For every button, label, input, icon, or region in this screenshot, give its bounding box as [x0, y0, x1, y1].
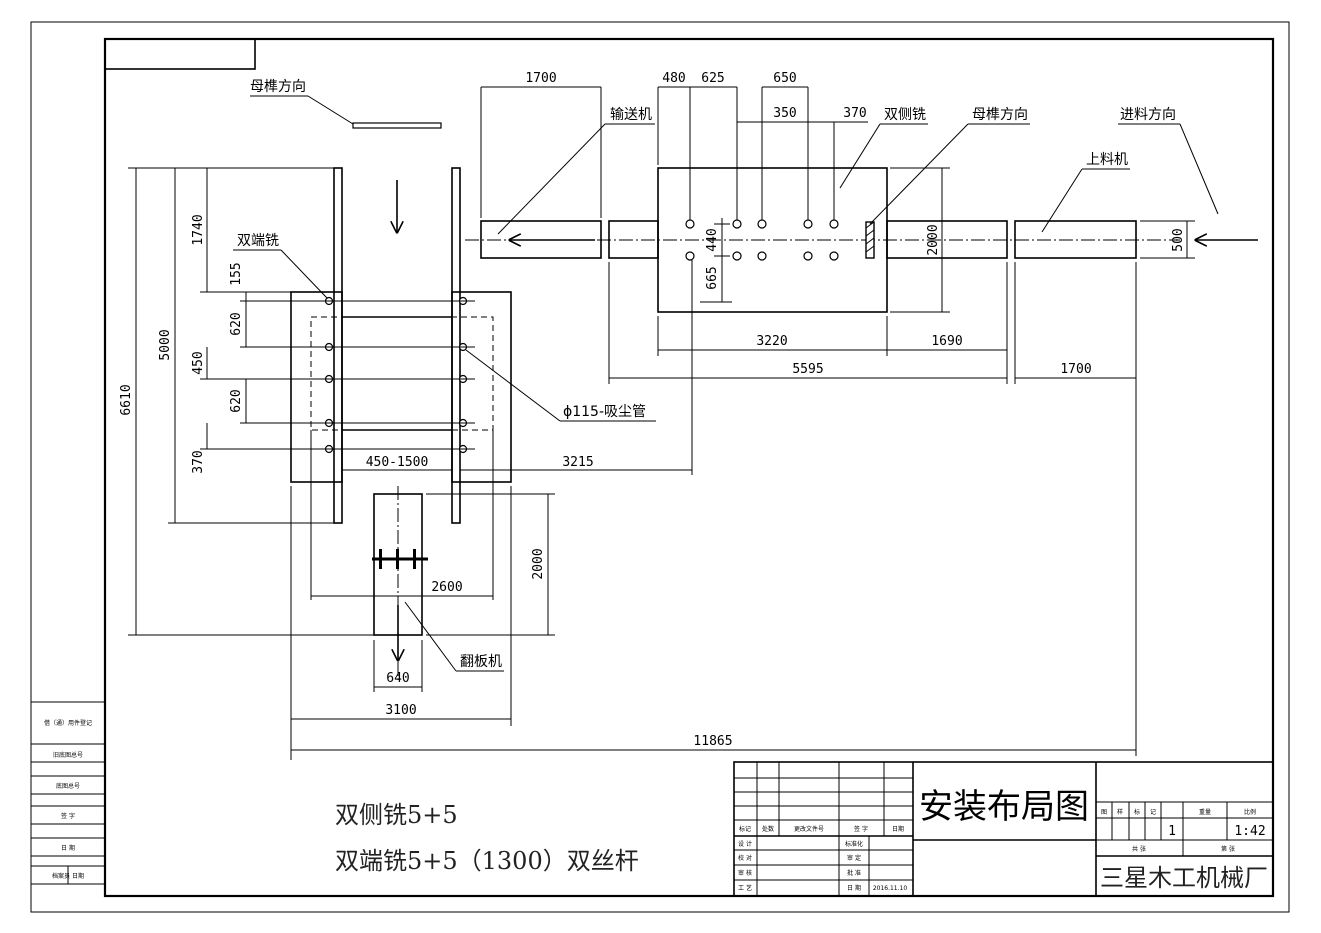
dim-450: 450 — [191, 351, 206, 374]
rev-col-1: 标记 — [739, 825, 751, 833]
label-loader: 上料机 — [1086, 152, 1128, 168]
hdr-1: 图 — [1101, 809, 1107, 816]
dim-640: 640 — [386, 671, 409, 686]
dim-370-left: 370 — [191, 450, 206, 473]
dim-5000: 5000 — [158, 329, 173, 360]
side-mill-holes — [685, 219, 875, 261]
dim-620-b: 620 — [229, 389, 244, 412]
note-line-1: 双侧铣5+5 — [335, 801, 458, 829]
dim-11865: 11865 — [693, 734, 732, 749]
hdr-3: 标 — [1134, 808, 1140, 816]
lower-labels: 双端铣 ϕ115-吸尘管 翻板机 — [233, 233, 656, 672]
sign-standard: 标准化 — [845, 840, 863, 848]
sign-check: 校 对 — [738, 854, 752, 862]
sign-approve: 审 定 — [847, 854, 861, 862]
strip-cell-3: 底图总号 — [56, 782, 80, 790]
dim-155: 155 — [229, 262, 244, 285]
dim-3215: 3215 — [562, 455, 593, 470]
sign-date: 日 期 — [847, 884, 861, 892]
dim-500: 500 — [1171, 228, 1186, 251]
company-name: 三星木工机械厂 — [1100, 864, 1268, 892]
strip-cell-1: 借（通）用件登记 — [44, 719, 92, 727]
sign-design: 设 计 — [738, 840, 752, 848]
rev-col-5: 日期 — [892, 825, 904, 833]
strip-cell-2: 旧底图总号 — [53, 751, 83, 759]
hdr-weight: 重量 — [1199, 808, 1211, 816]
label-double-side-mill: 双侧铣 — [884, 107, 926, 123]
dim-665: 665 — [705, 266, 720, 289]
title-block: 标记 处数 更改文件号 签 字 日期 设 计 标准化 校 对 审 定 审 核 批… — [733, 761, 1274, 897]
sign-authorize: 批 准 — [847, 869, 861, 877]
rev-col-4: 签 字 — [854, 825, 868, 833]
rev-col-3: 更改文件号 — [794, 825, 824, 833]
upper-labels: 母榫方向 输送机 双侧铣 母榫方向 进料方向 上料机 — [250, 79, 1219, 235]
dim-1700-bottom: 1700 — [1060, 362, 1091, 377]
drawing-title: 安装布局图 — [919, 787, 1089, 827]
rev-col-2: 处数 — [762, 825, 774, 833]
page-number: 第 张 — [1221, 845, 1235, 853]
hdr-4: 记 — [1150, 809, 1156, 816]
dim-650: 650 — [773, 71, 796, 86]
strip-cell-5: 日 期 — [61, 844, 75, 852]
dim-370-top: 370 — [843, 106, 866, 121]
dim-5595: 5595 — [792, 362, 823, 377]
strip-cell-4: 签 字 — [61, 812, 75, 820]
dim-450-1500: 450-1500 — [366, 455, 429, 470]
strip-cell-6: 档案员 日期 — [52, 872, 84, 880]
corner-box — [104, 38, 256, 70]
label-mortise-left: 母榫方向 — [250, 79, 306, 95]
qty-value: 1 — [1168, 824, 1176, 839]
hdr-scale: 比例 — [1244, 808, 1256, 816]
dim-1690: 1690 — [931, 334, 962, 349]
mortise-marker-left — [352, 122, 442, 129]
total-pages: 共 张 — [1132, 845, 1146, 853]
outer-border — [30, 21, 1290, 913]
dim-1740: 1740 — [191, 214, 206, 245]
dim-2600: 2600 — [431, 580, 462, 595]
top-dimensions: 1700 480 625 650 350 370 440 665 2000 50… — [480, 71, 1195, 384]
label-mortise-right: 母榫方向 — [972, 107, 1028, 123]
drawing-frame — [103, 37, 1275, 898]
dim-2000-flipper: 2000 — [531, 548, 546, 579]
label-flipper: 翻板机 — [460, 654, 502, 670]
flipper-machine — [372, 486, 428, 680]
dim-620-a: 620 — [229, 312, 244, 335]
dim-2000-side: 2000 — [926, 224, 941, 255]
scale-value: 1:42 — [1234, 824, 1265, 839]
label-double-end-mill: 双端铣 — [237, 233, 279, 249]
note-line-2: 双端铣5+5（1300）双丝杆 — [335, 847, 639, 875]
dim-625: 625 — [701, 71, 724, 86]
left-binding-strip: 借（通）用件登记 旧底图总号 底图总号 签 字 日 期 档案员 日期 — [31, 701, 105, 885]
sign-process: 工 艺 — [738, 884, 752, 892]
label-dust-pipe: ϕ115-吸尘管 — [563, 404, 646, 420]
dim-1700-top: 1700 — [525, 71, 556, 86]
label-conveyor: 输送机 — [610, 107, 652, 123]
dim-480: 480 — [662, 71, 685, 86]
left-dimensions: 6610 5000 1740 155 620 450 620 370 450-1… — [119, 167, 1137, 760]
dim-350: 350 — [773, 106, 796, 121]
dim-3100: 3100 — [385, 703, 416, 718]
title-date: 2016.11.10 — [873, 885, 908, 892]
dim-440: 440 — [705, 228, 720, 251]
sign-review: 审 核 — [738, 869, 752, 877]
label-feed-direction: 进料方向 — [1120, 107, 1176, 123]
dim-3220: 3220 — [756, 334, 787, 349]
dim-6610: 6610 — [119, 384, 134, 415]
hdr-2: 样 — [1117, 808, 1123, 816]
